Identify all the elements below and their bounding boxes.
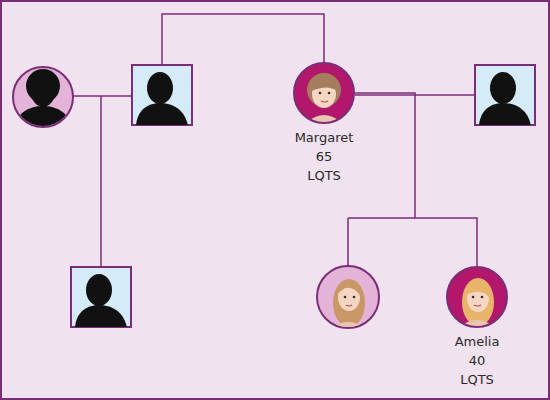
couple-line: [355, 94, 475, 96]
couple-line: [73, 95, 132, 97]
female-silhouette: [13, 67, 73, 130]
male-silhouette: [71, 267, 131, 328]
face-portrait: [457, 278, 497, 329]
pedigree-lines: [73, 14, 475, 267]
descent-line: [100, 96, 102, 267]
male-silhouette: [475, 65, 535, 126]
condition-label: LQTS: [253, 166, 395, 185]
person-node: Margaret65LQTS: [293, 62, 355, 124]
affected-circle: [294, 63, 354, 123]
sibling-line: [162, 14, 324, 65]
person-symbol: [293, 62, 355, 124]
person-caption: Amelia40LQTS: [406, 332, 548, 389]
condition-label: LQTS: [406, 370, 548, 389]
person-node: Amelia40LQTS: [446, 266, 508, 328]
male-silhouette: [132, 65, 192, 126]
descent-connector: [355, 93, 477, 266]
female-portrait: [317, 266, 379, 330]
person-name: Margaret: [253, 128, 395, 147]
person-name: Amelia: [406, 332, 548, 351]
person-age: 40: [406, 351, 548, 370]
person-age: 65: [253, 147, 395, 166]
affected-circle: [447, 267, 507, 327]
person-symbol: [446, 266, 508, 328]
face-portrait: [304, 73, 344, 125]
descent-line: [348, 218, 415, 266]
person-caption: Margaret65LQTS: [253, 128, 395, 185]
